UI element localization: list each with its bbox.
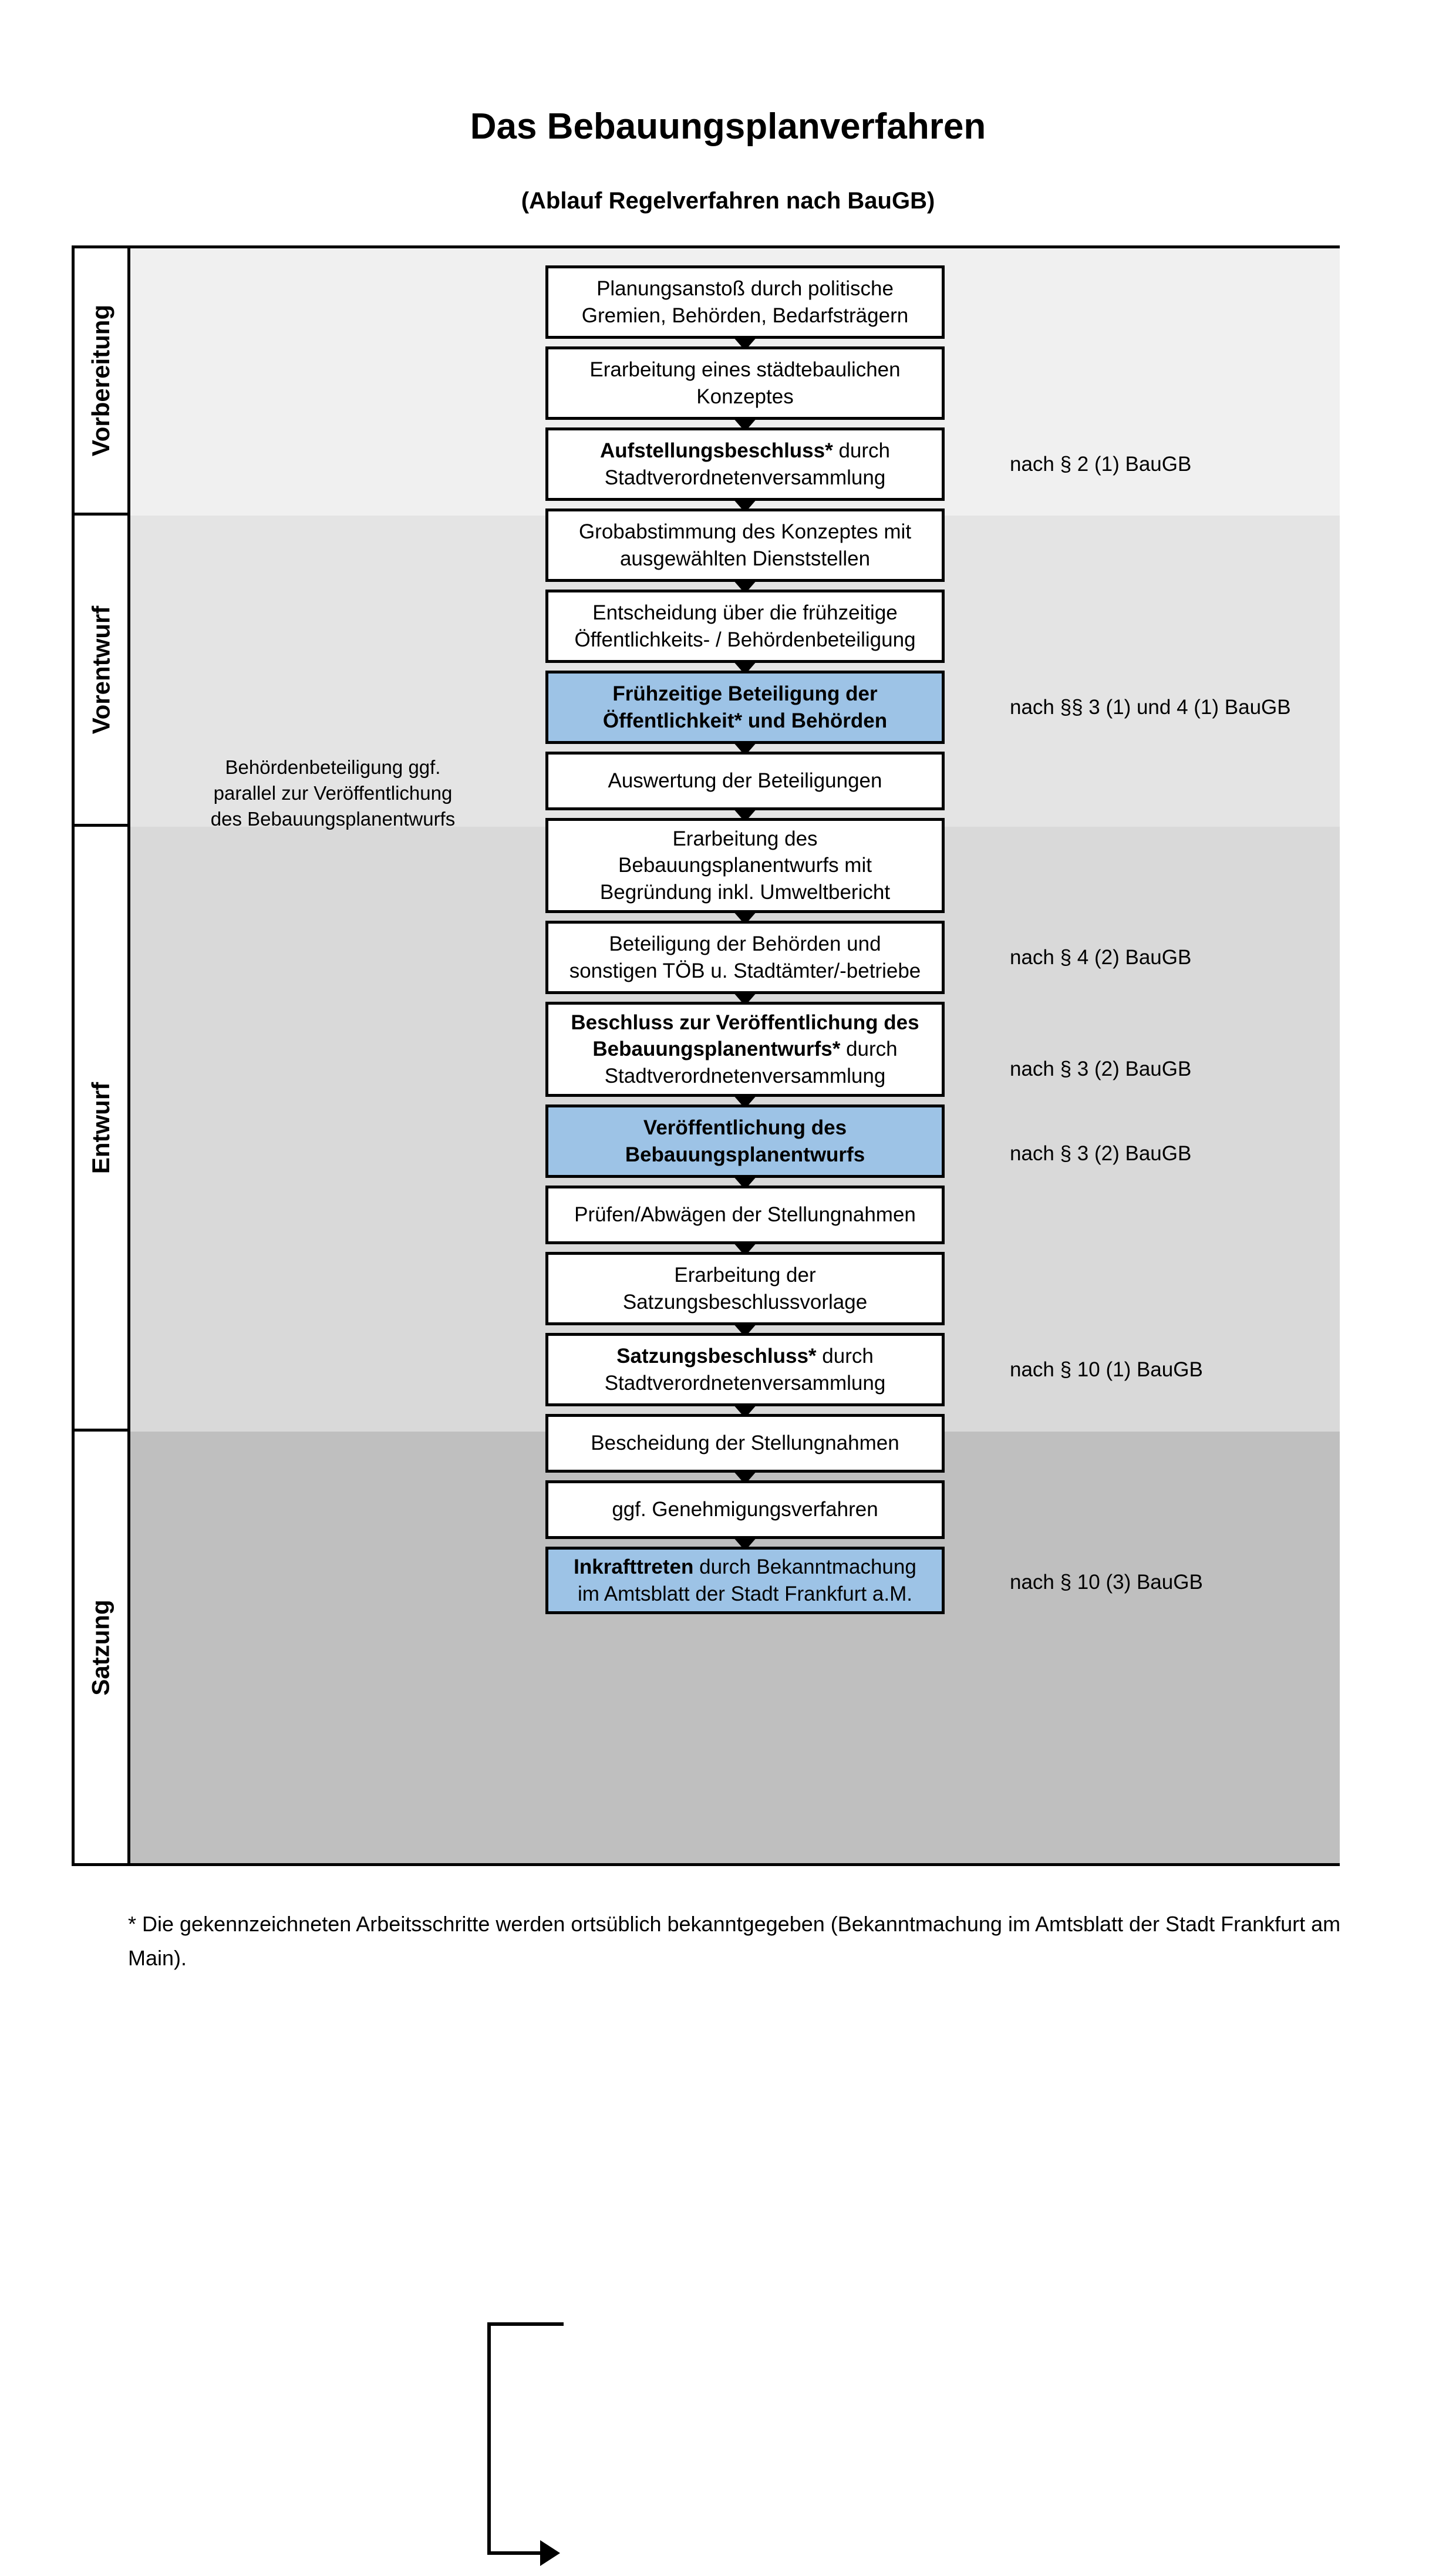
step-pruefen-line-1: Prüfen/Abwägen der Stellungnahmen: [574, 1203, 916, 1227]
stage-cell-entwurf: Entwurf: [75, 827, 127, 1432]
step-aufstellungsbeschluss-suffix: durch: [833, 439, 891, 462]
step-satzungsbeschluss-suffix: durch: [816, 1345, 874, 1368]
legal-ref-inkrafttreten: nach § 10 (3) BauGB: [1010, 1571, 1203, 1594]
page-subtitle: (Ablauf Regelverfahren nach BauGB): [521, 188, 935, 214]
step-inkrafttreten-line-2: im Amtsblatt der Stadt Frankfurt a.M.: [578, 1582, 912, 1605]
step-fruehbeteiligung-line-2: Öffentlichkeit* und Behörden: [602, 709, 888, 732]
step-toeb-line-2: sonstigen TÖB u. Stadtämter/-betriebe: [569, 959, 921, 982]
sidenote-line-1: Behördenbeteiligung: [225, 756, 403, 778]
step-grobabstimmung-line-1: Grobabstimmung des Konzeptes mit: [578, 520, 912, 543]
step-aufstellungsbeschluss-keyword: Aufstellungsbeschluss*: [599, 439, 833, 462]
stage-cell-vorbereitung: Vorbereitung: [75, 248, 127, 516]
footnote: * Die gekennzeichneten Arbeitsschritte w…: [128, 1912, 1341, 1970]
step-planungsanstoss[interactable]: Planungsanstoß durch politische Gremien,…: [545, 265, 945, 339]
legal-ref-veroeffentlichung: nach § 3 (2) BauGB: [1010, 1142, 1192, 1165]
step-toeb-line-1: Beteiligung der Behörden und: [609, 932, 881, 955]
step-satzungsvorlage-line-2: Satzungsbeschlussvorlage: [622, 1290, 868, 1314]
sidenote-behoerdenbeteiligung: Behördenbeteiligung ggf. parallel zur Ve…: [207, 755, 459, 833]
sidenote-line-4: Bebauungsplanentwurfs: [247, 808, 456, 830]
step-veroeff-line-2: Bebauungsplanentwurfs: [625, 1143, 865, 1166]
step-entscheidung-line-1: Entscheidung über die frühzeitige: [592, 601, 898, 624]
step-beschluss-veroeffentlichung[interactable]: Beschluss zur Veröffentlichung des Bebau…: [545, 1002, 945, 1097]
step-veroeffentlichung-bebauungsplanentwurf[interactable]: Veröffentlichung des Bebauungsplanentwur…: [545, 1104, 945, 1178]
step-erarbeitung-line-2: Bebauungsplanentwurfs mit: [618, 854, 872, 877]
stage-label-entwurf: Entwurf: [87, 1082, 114, 1174]
step-grobabstimmung[interactable]: Grobabstimmung des Konzeptes mit ausgewä…: [545, 509, 945, 582]
step-erarbeitung-line-1: Erarbeitung des: [672, 827, 818, 850]
step-genehmigungsverfahren[interactable]: ggf. Genehmigungsverfahren: [545, 1480, 945, 1539]
stage-cell-satzung: Satzung: [75, 1432, 127, 1863]
stage-label-vorentwurf: Vorentwurf: [87, 605, 114, 734]
legal-ref-fruehzeitige-beteiligung: nach §§ 3 (1) und 4 (1) BauGB: [1010, 696, 1291, 719]
step-beschluss-line-3: Stadtverordnetenversammlung: [604, 1064, 886, 1087]
step-satzungsbeschluss-line-2: Stadtverordnetenversammlung: [604, 1371, 886, 1395]
legal-ref-beschluss-veroeffentlichung: nach § 3 (2) BauGB: [1010, 1058, 1192, 1080]
step-satzungsbeschluss[interactable]: Satzungsbeschluss* durch Stadtverordnete…: [545, 1333, 945, 1406]
step-auswertung-line-1: Auswertung der Beteiligungen: [608, 769, 882, 793]
step-entscheidung-line-2: Öffentlichkeits- / Behördenbeteiligung: [574, 628, 916, 651]
step-inkrafttreten-suffix: durch Bekanntmachung: [693, 1555, 916, 1578]
step-fruehbeteiligung-line-1: Frühzeitige Beteiligung der: [612, 682, 878, 705]
step-genehmigung-line-1: ggf. Genehmigungsverfahren: [612, 1498, 878, 1521]
diagram-page: Das Bebauungsplanverfahren (Ablauf Regel…: [72, 106, 1341, 2566]
flowchart-frame: Vorbereitung Vorentwurf Entwurf Satzung: [72, 245, 1340, 2566]
step-konzept-line-1: Erarbeitung eines städtebaulichen: [589, 358, 901, 381]
legal-ref-aufstellungsbeschluss: nach § 2 (1) BauGB: [1010, 453, 1192, 476]
step-planungsanstoss-line-2: Gremien, Behörden, Bedarfsträgern: [581, 304, 909, 327]
step-satzungsbeschluss-keyword: Satzungsbeschluss*: [616, 1345, 817, 1368]
page-title: Das Bebauungsplanverfahren: [470, 106, 986, 147]
sidenote-line-2: ggf. parallel zur: [213, 756, 441, 804]
step-konzept-line-2: Konzeptes: [696, 385, 794, 408]
step-erarbeitung-satzungsbeschlussvorlage[interactable]: Erarbeitung der Satzungsbeschlussvorlage: [545, 1252, 945, 1325]
stage-label-vorbereitung: Vorbereitung: [87, 304, 115, 457]
step-staedtebauliches-konzept[interactable]: Erarbeitung eines städtebaulichen Konzep…: [545, 346, 945, 420]
step-erarbeitung-bebauungsplanentwurf[interactable]: Erarbeitung des Bebauungsplanentwurfs mi…: [545, 818, 945, 913]
step-veroeff-line-1: Veröffentlichung des: [643, 1116, 847, 1139]
step-pruefen-abwaegen[interactable]: Prüfen/Abwägen der Stellungnahmen: [545, 1186, 945, 1244]
stage-label-satzung: Satzung: [87, 1599, 115, 1696]
step-satzungsvorlage-line-1: Erarbeitung der: [674, 1264, 816, 1287]
step-bescheidung-stellungnahmen[interactable]: Bescheidung der Stellungnahmen: [545, 1414, 945, 1473]
sidenote-line-3: Veröffentlichung des: [210, 782, 453, 830]
step-fruehzeitige-beteiligung[interactable]: Frühzeitige Beteiligung der Öffentlichke…: [545, 671, 945, 744]
step-entscheidung-fruehzeitige-beteiligung[interactable]: Entscheidung über die frühzeitige Öffent…: [545, 590, 945, 663]
legal-ref-satzungsbeschluss: nach § 10 (1) BauGB: [1010, 1358, 1203, 1381]
step-auswertung-beteiligungen[interactable]: Auswertung der Beteiligungen: [545, 752, 945, 810]
step-bescheidung-line-1: Bescheidung der Stellungnahmen: [591, 1432, 899, 1455]
flow-content: Behördenbeteiligung ggf. parallel zur Ve…: [130, 248, 1340, 2566]
step-inkrafttreten[interactable]: Inkrafttreten durch Bekanntmachung im Am…: [545, 1547, 945, 1614]
step-beschluss-line-1: Beschluss zur Veröffentlichung des: [571, 1011, 919, 1034]
step-inkrafttreten-keyword: Inkrafttreten: [574, 1555, 694, 1578]
step-aufstellungsbeschluss-line-2: Stadtverordnetenversammlung: [604, 466, 886, 489]
step-grobabstimmung-line-2: ausgewählten Dienststellen: [619, 547, 871, 570]
stage-cell-vorentwurf: Vorentwurf: [75, 516, 127, 827]
step-erarbeitung-line-3: Begründung inkl. Umweltbericht: [599, 880, 891, 904]
step-aufstellungsbeschluss[interactable]: Aufstellungsbeschluss* durch Stadtverord…: [545, 427, 945, 501]
step-beschluss-keyword: Bebauungsplanentwurfs*: [592, 1038, 841, 1061]
stage-rail: Vorbereitung Vorentwurf Entwurf Satzung: [75, 248, 130, 1863]
step-planungsanstoss-line-1: Planungsanstoß durch politische: [596, 277, 894, 300]
legal-ref-behoerdenbeteiligung: nach § 4 (2) BauGB: [1010, 946, 1192, 969]
step-beschluss-suffix: durch: [840, 1038, 898, 1061]
step-beteiligung-behoerden-toeb[interactable]: Beteiligung der Behörden und sonstigen T…: [545, 921, 945, 994]
